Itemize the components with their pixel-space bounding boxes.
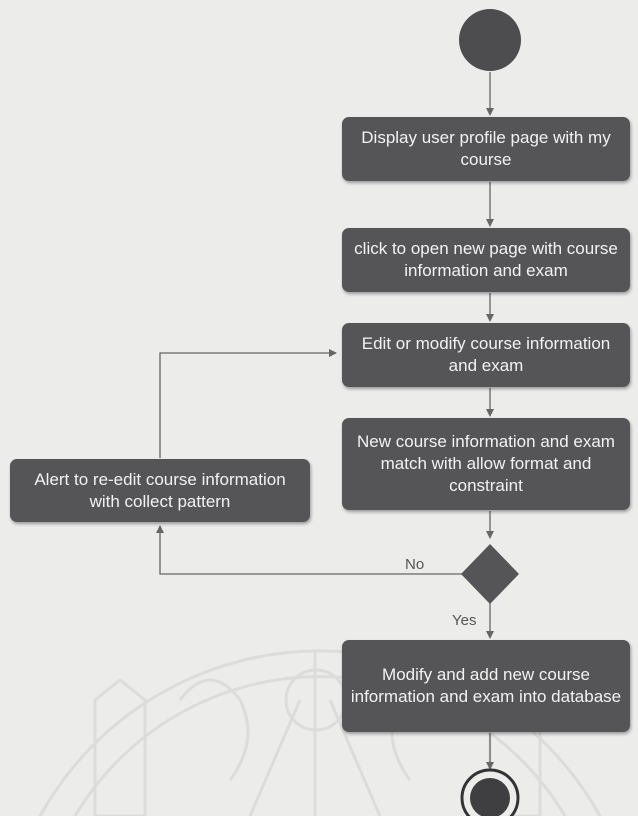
edge-alert-to-edit: [159, 349, 337, 458]
node-edit-course: Edit or modify course information and ex…: [342, 323, 630, 387]
node-check-format: New course information and exam match wi…: [342, 418, 630, 510]
node-save-database-label: Modify and add new course information an…: [350, 665, 622, 706]
start-node: [459, 9, 521, 71]
node-alert-reedit: Alert to re-edit course information with…: [10, 459, 310, 522]
end-node-inner: [470, 778, 510, 816]
node-display-profile: Display user profile page with my course: [342, 117, 630, 181]
edge-label-yes: Yes: [452, 612, 477, 629]
node-open-course-page-label: click to open new page with course infor…: [354, 239, 618, 280]
edge-decision-no-to-alert: [156, 525, 463, 575]
decision-diamond: [461, 544, 519, 604]
node-check-format-label: New course information and exam match wi…: [357, 432, 615, 495]
node-save-database: Modify and add new course information an…: [342, 640, 630, 732]
edge-label-no: No: [405, 556, 425, 573]
node-open-course-page: click to open new page with course infor…: [342, 228, 630, 292]
node-display-profile-label: Display user profile page with my course: [361, 128, 611, 169]
node-alert-reedit-label: Alert to re-edit course information with…: [34, 469, 286, 511]
node-edit-course-label: Edit or modify course information and ex…: [361, 334, 611, 375]
